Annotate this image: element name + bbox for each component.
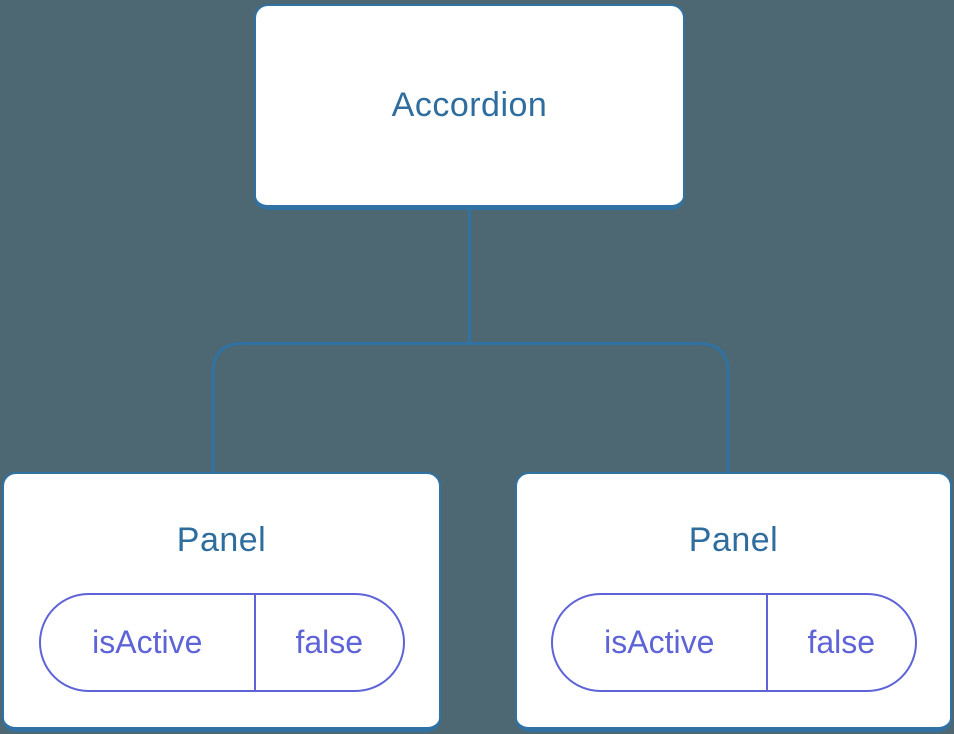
component-label-panel-2: Panel (688, 521, 779, 559)
component-box-panel-2: Panel isActive false (515, 472, 952, 732)
state-pill-2: isActive false (550, 592, 917, 692)
state-value-2: false (807, 623, 876, 660)
component-label-accordion: Accordion (391, 86, 548, 125)
component-box-panel-1: Panel isActive false (2, 472, 441, 732)
state-pill-1: isActive false (38, 592, 405, 692)
state-key-1: isActive (41, 594, 257, 690)
component-label-panel-1: Panel (176, 521, 267, 559)
state-value-1: false (295, 623, 364, 660)
connector-branch (211, 342, 730, 472)
component-box-accordion: Accordion (254, 4, 685, 210)
state-key-2: isActive (553, 594, 769, 690)
